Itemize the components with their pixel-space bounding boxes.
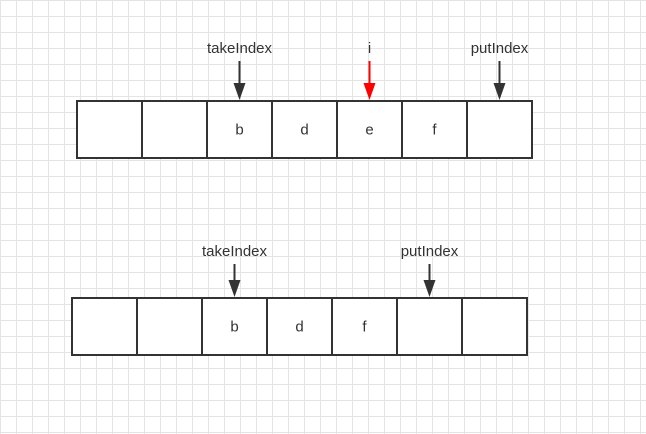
array-1: b d e f takeIndex i putIndex bbox=[76, 40, 533, 159]
pointer-takeindex: takeIndex bbox=[207, 40, 273, 100]
arrow-head-icon bbox=[233, 83, 246, 100]
array-cell bbox=[141, 100, 208, 159]
array-cell bbox=[396, 297, 463, 356]
arrow-head-icon bbox=[493, 83, 506, 100]
cell-box bbox=[201, 297, 268, 356]
cell-value: d bbox=[295, 319, 303, 336]
pointer-label: putIndex bbox=[471, 40, 529, 57]
cell-box bbox=[336, 100, 403, 159]
array-cell: d bbox=[266, 297, 333, 356]
array-cell bbox=[466, 100, 533, 159]
pointer-label: takeIndex bbox=[207, 40, 273, 57]
cell-value: b bbox=[235, 122, 243, 139]
cell-box bbox=[271, 100, 338, 159]
pointer-label: putIndex bbox=[401, 243, 459, 260]
cell-value: e bbox=[365, 122, 373, 139]
cell-value: d bbox=[300, 122, 308, 139]
array-cell bbox=[136, 297, 203, 356]
array-cell: e bbox=[336, 100, 403, 159]
pointer-i: i bbox=[363, 40, 376, 100]
cell-box bbox=[141, 100, 208, 159]
array-cell: b bbox=[201, 297, 268, 356]
cell-box bbox=[71, 297, 138, 356]
cell-box bbox=[396, 297, 463, 356]
cell-box bbox=[331, 297, 398, 356]
cell-value: f bbox=[362, 319, 367, 336]
cell-value: f bbox=[432, 122, 437, 139]
cell-box bbox=[206, 100, 273, 159]
array-cell: f bbox=[331, 297, 398, 356]
pointer-takeindex: takeIndex bbox=[202, 243, 268, 297]
arrow-head-icon bbox=[423, 280, 436, 297]
cell-box bbox=[136, 297, 203, 356]
pointer-putindex: putIndex bbox=[471, 40, 529, 100]
cell-box bbox=[76, 100, 143, 159]
cell-box bbox=[466, 100, 533, 159]
pointer-label: takeIndex bbox=[202, 243, 268, 260]
array-2: b d f takeIndex putIndex bbox=[71, 243, 528, 356]
pointer-putindex: putIndex bbox=[401, 243, 459, 297]
array-cell bbox=[461, 297, 528, 356]
cell-value: b bbox=[230, 319, 238, 336]
array-cell: f bbox=[401, 100, 468, 159]
array-cell bbox=[71, 297, 138, 356]
arrow-head-icon bbox=[363, 83, 376, 100]
cell-box bbox=[461, 297, 528, 356]
pointer-label: i bbox=[368, 40, 371, 57]
array-cell bbox=[76, 100, 143, 159]
array-cell: d bbox=[271, 100, 338, 159]
cell-box bbox=[266, 297, 333, 356]
arrow-head-icon bbox=[228, 280, 241, 297]
array-cell: b bbox=[206, 100, 273, 159]
